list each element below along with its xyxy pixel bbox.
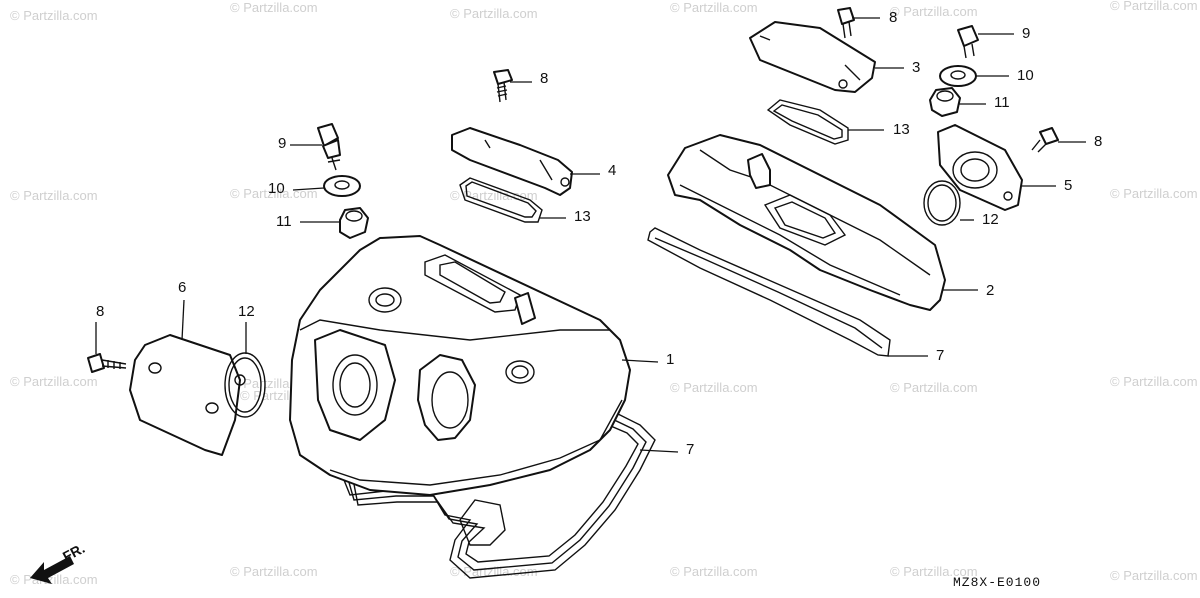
callout-number: 8 (889, 9, 897, 26)
watermark-text: © Partzilla.com (230, 0, 318, 15)
bolt-8-side-left (87, 353, 127, 373)
callout-number: 9 (1022, 25, 1030, 42)
callout-number: 7 (686, 441, 694, 458)
watermark-text: © Partzilla.com (10, 8, 98, 23)
watermark-text: © Partzilla.com (670, 564, 758, 579)
callout-number: 6 (178, 279, 186, 296)
plate-gasket-right (766, 99, 849, 145)
watermark-text: © Partzilla.com (1110, 186, 1198, 201)
bolt-9-left (317, 123, 341, 171)
front-arrow-icon (30, 556, 74, 584)
bolt-8-side-right (1031, 127, 1059, 153)
washer-10-left (323, 175, 361, 197)
washer-10-right (939, 65, 977, 87)
watermark-text: © Partzilla.com (1110, 568, 1198, 583)
watermark-text: © Partzilla.com (230, 564, 318, 579)
callout-number: 3 (912, 59, 920, 76)
callout-number: 5 (1064, 177, 1072, 194)
side-cover-5 (937, 124, 1023, 211)
callout-number: 13 (893, 121, 910, 138)
bolt-8-upper-right (837, 7, 855, 39)
watermark-layer: © Partzilla.com © Partzilla.com © Partzill… (10, 0, 1198, 587)
bolt-8-upper-left (493, 69, 513, 103)
grommet-11-left (339, 207, 369, 239)
plate-gasket-left (459, 177, 543, 223)
diagram-code: MZ8X-E0100 (953, 575, 1041, 590)
callout-number: 13 (574, 208, 591, 225)
cylinder-head-cover-rear (667, 134, 946, 311)
grommet-11-right (929, 87, 961, 117)
watermark-text: © Partzilla.com (1110, 0, 1198, 13)
callout-number: 4 (608, 162, 616, 179)
callout-number: 8 (540, 70, 548, 87)
callout-number: 8 (96, 303, 104, 320)
watermark-text: © Partzilla.com (10, 188, 98, 203)
side-cover-6 (129, 334, 241, 456)
callout-number: 11 (994, 94, 1010, 111)
watermark-text: © Partzilla.com (450, 6, 538, 21)
watermark-text: © Partzilla.com (450, 188, 538, 203)
callout-layer: 8 9 10 11 4 13 6 12 8 1 7 8 9 3 10 11 13 8 5 12 2 7 (96, 9, 1102, 458)
o-ring-12-left (224, 352, 266, 418)
callout-number: 1 (666, 351, 674, 368)
watermark-text: © Partzilla.com (670, 0, 758, 15)
callout-number: 10 (268, 180, 285, 197)
leader-lines (95, 17, 1086, 453)
callout-number: 9 (278, 135, 286, 152)
watermark-text: © Partzilla.com (1110, 374, 1198, 389)
watermark-text: © Partzilla.com (890, 4, 978, 19)
watermark-text: © Partzilla.com (10, 374, 98, 389)
callout-number: 7 (936, 347, 944, 364)
callout-number: 11 (276, 213, 292, 230)
watermark-text: © Partzilla.com (670, 380, 758, 395)
o-ring-12-right (923, 180, 961, 226)
callout-number: 12 (238, 303, 255, 320)
watermark-text: © Partzilla.com (10, 572, 98, 587)
callout-number: 12 (982, 211, 999, 228)
cover-plate-small (451, 127, 573, 196)
watermark-text: © Partzilla.com (890, 380, 978, 395)
callout-number: 2 (986, 282, 994, 299)
watermark-text: © Partzilla.com (890, 564, 978, 579)
cylinder-head-cover (289, 235, 631, 496)
callout-number: 10 (1017, 67, 1034, 84)
bolt-9-right (957, 25, 979, 59)
cover-plate-large (749, 21, 876, 93)
callout-number: 8 (1094, 133, 1102, 150)
